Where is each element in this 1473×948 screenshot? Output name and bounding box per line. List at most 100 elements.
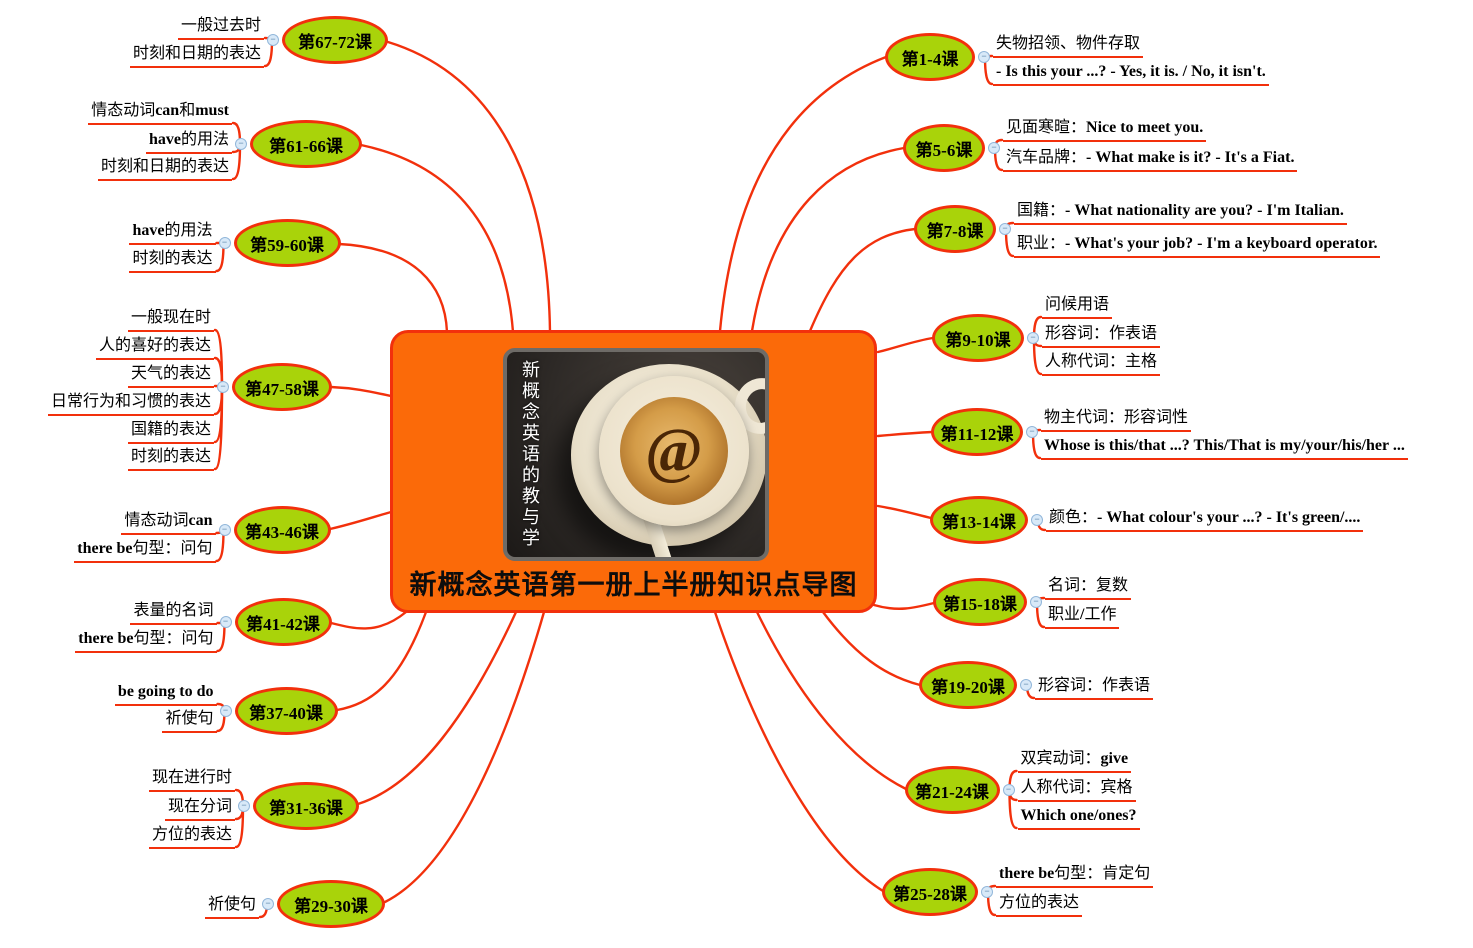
leaf-hook-curve xyxy=(234,804,245,849)
subtopic-text[interactable]: 祈使句 xyxy=(204,892,259,919)
branch-curve xyxy=(329,385,393,398)
subtopic-text[interactable]: 汽车品牌：- What make is it? - It's a Fiat. xyxy=(1003,145,1298,172)
subtopic-text[interactable]: there be句型：问句 xyxy=(74,536,216,563)
branch-curve xyxy=(386,40,552,334)
subtopic-text[interactable]: have的用法 xyxy=(129,218,216,245)
collapse-toggle-icon[interactable]: − xyxy=(1027,332,1039,344)
collapse-toggle-icon[interactable]: − xyxy=(235,138,247,150)
branch-curve xyxy=(356,610,518,806)
topic-lesson-29-30[interactable]: 第29-30课 xyxy=(277,880,385,928)
subtopic-text[interactable]: 形容词：作表语 xyxy=(1035,673,1154,700)
subtopic-text[interactable]: 方位的表达 xyxy=(996,890,1083,917)
coffee-photo: @ 新概念英语的教与学 xyxy=(503,348,769,561)
subtopic-text[interactable]: 国籍的表达 xyxy=(127,417,214,444)
subtopic-text[interactable]: 表量的名词 xyxy=(130,598,217,625)
collapse-toggle-icon[interactable]: − xyxy=(218,524,231,536)
topic-lesson-13-14[interactable]: 第13-14课 xyxy=(930,496,1028,544)
branch-curve xyxy=(713,610,885,893)
topic-lesson-1-4[interactable]: 第1-4课 xyxy=(885,33,975,81)
collapse-toggle-icon[interactable]: − xyxy=(1026,426,1038,438)
subtopic-text[interactable]: 情态动词can和must xyxy=(88,98,232,125)
branch-curve xyxy=(876,504,933,520)
subtopic-text[interactable]: 现在进行时 xyxy=(148,765,235,792)
branch-curve xyxy=(383,610,546,904)
topic-lesson-43-46[interactable]: 第43-46课 xyxy=(233,506,331,554)
subtopic-text[interactable]: 日常行为和习惯的表达 xyxy=(47,389,214,416)
subtopic-text[interactable]: 时刻的表达 xyxy=(129,246,216,273)
subtopic-text[interactable]: 一般过去时 xyxy=(177,13,264,40)
subtopic-text[interactable]: 祈使句 xyxy=(162,706,217,733)
subtopic-text[interactable]: have的用法 xyxy=(145,127,232,154)
topic-lesson-41-42[interactable]: 第41-42课 xyxy=(234,598,332,646)
collapse-toggle-icon[interactable]: − xyxy=(981,886,993,898)
branch-curve xyxy=(808,227,917,333)
subtopic-text[interactable]: 失物招领、物件存取 xyxy=(993,31,1144,58)
topic-lesson-37-40[interactable]: 第37-40课 xyxy=(234,687,338,735)
subtopic-text[interactable]: 时刻的表达 xyxy=(127,444,214,471)
collapse-toggle-icon[interactable]: − xyxy=(218,237,231,249)
topic-lesson-59-60[interactable]: 第59-60课 xyxy=(233,219,341,267)
branch-curve xyxy=(876,430,934,438)
topic-lesson-21-24[interactable]: 第21-24课 xyxy=(904,766,1000,814)
subtopic-text[interactable]: 天气的表达 xyxy=(127,361,214,388)
subtopic-text[interactable]: 双宾动词：give xyxy=(1017,746,1132,773)
collapse-toggle-icon[interactable]: − xyxy=(262,898,274,910)
subtopic-text[interactable]: 颜色：- What colour's your ...? - It's gree… xyxy=(1046,505,1364,532)
subtopic-text[interactable]: 国籍：- What nationality are you? - I'm Ita… xyxy=(1014,198,1347,225)
topic-lesson-25-28[interactable]: 第25-28课 xyxy=(882,868,978,916)
photo-caption-vertical: 新概念英语的教与学 xyxy=(522,360,540,548)
subtopic-text[interactable]: 时刻和日期的表达 xyxy=(129,41,264,68)
subtopic-text[interactable]: 职业：- What's your job? - I'm a keyboard o… xyxy=(1014,231,1381,258)
topic-lesson-19-20[interactable]: 第19-20课 xyxy=(919,661,1017,709)
collapse-toggle-icon[interactable]: − xyxy=(988,142,1000,154)
collapse-toggle-icon[interactable]: − xyxy=(1020,679,1032,691)
collapse-toggle-icon[interactable]: − xyxy=(217,381,229,393)
subtopic-text[interactable]: 物主代词：形容词性 xyxy=(1041,405,1192,432)
topic-lesson-5-6[interactable]: 第5-6课 xyxy=(903,124,985,172)
branch-curve xyxy=(335,610,428,712)
collapse-toggle-icon[interactable]: − xyxy=(1031,514,1043,526)
subtopic-text[interactable]: 名词：复数 xyxy=(1045,573,1132,600)
subtopic-text[interactable]: 一般现在时 xyxy=(127,305,214,332)
subtopic-text[interactable]: 方位的表达 xyxy=(148,822,235,849)
leaf-hook-curve xyxy=(213,385,224,471)
topic-lesson-15-18[interactable]: 第15-18课 xyxy=(933,578,1027,626)
subtopic-text[interactable]: 人的喜好的表达 xyxy=(95,333,214,360)
collapse-toggle-icon[interactable]: − xyxy=(1030,596,1042,608)
topic-lesson-9-10[interactable]: 第9-10课 xyxy=(932,314,1024,362)
topic-lesson-61-66[interactable]: 第61-66课 xyxy=(250,120,362,168)
latte-art-at-glyph: @ xyxy=(620,397,728,505)
subtopic-text[interactable]: Which one/ones? xyxy=(1017,803,1140,830)
collapse-toggle-icon[interactable]: − xyxy=(267,34,279,46)
subtopic-text[interactable]: 时刻和日期的表达 xyxy=(97,154,232,181)
central-topic[interactable]: @ 新概念英语的教与学 新概念英语第一册上半册知识点导图 xyxy=(390,330,877,613)
subtopic-text[interactable]: there be句型：问句 xyxy=(75,626,217,653)
collapse-toggle-icon[interactable]: − xyxy=(1002,784,1015,796)
subtopic-text[interactable]: 形容词：作表语 xyxy=(1042,321,1161,348)
subtopic-text[interactable]: there be句型：肯定句 xyxy=(996,861,1154,888)
collapse-toggle-icon[interactable]: − xyxy=(219,705,232,717)
subtopic-text[interactable]: 情态动词can xyxy=(121,508,216,535)
branch-curve xyxy=(328,510,393,531)
collapse-toggle-icon[interactable]: − xyxy=(219,616,232,628)
subtopic-text[interactable]: 人称代词：宾格 xyxy=(1017,775,1136,802)
collapse-toggle-icon[interactable]: − xyxy=(238,800,250,812)
subtopic-text[interactable]: 人称代词：主格 xyxy=(1042,349,1161,376)
topic-lesson-47-58[interactable]: 第47-58课 xyxy=(232,363,332,411)
topic-lesson-31-36[interactable]: 第31-36课 xyxy=(253,782,359,830)
collapse-toggle-icon[interactable]: − xyxy=(978,51,990,63)
branch-curve xyxy=(337,242,449,334)
subtopic-text[interactable]: be going to do xyxy=(114,679,217,706)
branch-curve xyxy=(821,610,922,687)
subtopic-text[interactable]: 职业/工作 xyxy=(1045,602,1120,629)
subtopic-text[interactable]: 见面寒暄：Nice to meet you. xyxy=(1003,115,1207,142)
subtopic-text[interactable]: Whose is this/that ...? This/That is my/… xyxy=(1041,433,1408,460)
topic-lesson-67-72[interactable]: 第67-72课 xyxy=(282,16,388,64)
subtopic-text[interactable]: 问候用语 xyxy=(1042,292,1113,319)
topic-lesson-7-8[interactable]: 第7-8课 xyxy=(914,205,996,253)
subtopic-text[interactable]: - Is this your ...? - Yes, it is. / No, … xyxy=(993,59,1269,86)
topic-lesson-11-12[interactable]: 第11-12课 xyxy=(931,408,1023,456)
subtopic-text[interactable]: 现在分词 xyxy=(164,794,235,821)
collapse-toggle-icon[interactable]: − xyxy=(999,223,1011,235)
